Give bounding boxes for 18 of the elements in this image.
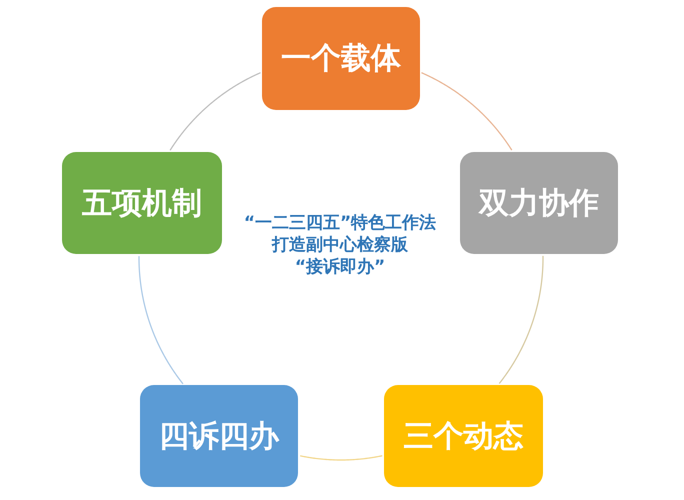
rounded-box [262,7,420,110]
box-label: 四诉四办 [159,418,279,456]
box-label: 三个动态 [404,418,524,456]
rounded-box [460,152,618,254]
center-text: 打造副中心检察版 [272,234,408,256]
center-text: “一二三四五”特色工作法 [244,212,436,234]
box-label: 五项机制 [82,184,202,222]
connector-arc [138,256,184,384]
rounded-box [62,152,222,254]
connector-arc [421,72,512,150]
connector-arc [300,455,382,461]
rounded-box [384,385,543,487]
connector-arc [498,256,544,384]
box-label: 双力协作 [479,184,599,222]
center-text: “接诉即办” [294,256,386,278]
rounded-box [140,385,298,487]
connector-arc [170,72,261,151]
box-label: 一个载体 [281,40,401,78]
